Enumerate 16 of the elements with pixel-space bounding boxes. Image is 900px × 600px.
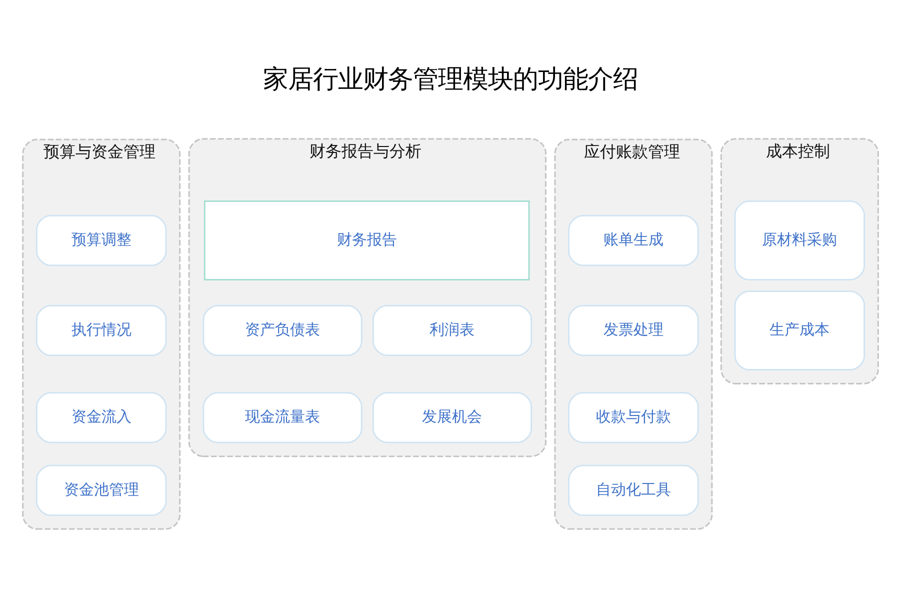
node-box: 利润表 [372, 304, 532, 356]
node-box: 执行情况 [36, 304, 166, 356]
node-box: 收款与付款 [568, 392, 698, 443]
node-box: 资金流入 [36, 392, 166, 443]
node-box: 财务报告 [203, 200, 530, 280]
node-box: 发票处理 [568, 304, 698, 356]
node-box: 账单生成 [568, 214, 698, 266]
node-box: 现金流量表 [202, 392, 362, 443]
node-box: 自动化工具 [568, 464, 698, 516]
node-box: 生产成本 [734, 290, 864, 370]
node-box: 资产负债表 [202, 304, 362, 356]
node-box: 发展机会 [372, 392, 532, 443]
node-box: 预算调整 [36, 214, 166, 266]
node-box: 资金池管理 [36, 464, 166, 516]
diagram-title: 家居行业财务管理模块的功能介绍 [262, 63, 638, 94]
node-box: 原材料采购 [734, 200, 864, 280]
